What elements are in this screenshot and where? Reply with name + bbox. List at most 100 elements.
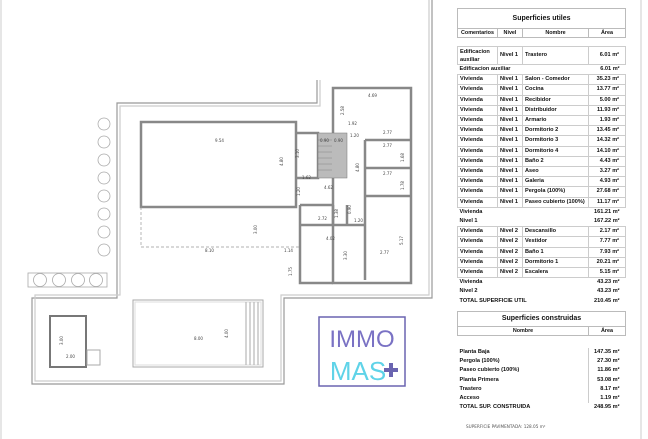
- dimension-label: 0.90: [334, 138, 343, 143]
- dimension-label: 3.00: [253, 225, 258, 234]
- dimension-label: 1.92: [348, 121, 357, 126]
- cell-area: 14.32 m²: [587, 135, 627, 147]
- cell-comentario: Vivienda: [457, 155, 498, 168]
- cell-comentario: Vivienda: [457, 196, 498, 208]
- terrace-outline: [31, 0, 433, 385]
- subtotal-area: 161.21 m²: [594, 208, 620, 215]
- paved-surface-note: SUPERFICIE PAVIMENTADA: 128.05 m²: [466, 424, 546, 429]
- dimension-label: 1.62: [302, 175, 311, 180]
- subtotal-label: Nivel 2: [459, 288, 478, 295]
- column-header: Nivel: [497, 28, 523, 38]
- cell-nombre: Aseo: [522, 166, 589, 178]
- column-header: Nombre: [457, 326, 589, 336]
- dimension-label: 2.00: [66, 354, 75, 359]
- cell-comentario: Vivienda: [457, 236, 498, 248]
- immomas-watermark-logo: IMMO MAS: [318, 316, 406, 387]
- cell-comentario: Vivienda: [457, 74, 498, 86]
- dimension-label: 1.20: [354, 218, 363, 223]
- cell-nombre: Descansillo: [522, 226, 589, 238]
- dimension-label: 4.02: [326, 236, 335, 241]
- cell-nombre: Trastero: [522, 46, 589, 65]
- dimension-label: 4.80: [355, 163, 360, 172]
- cell-nombre: Baño 1: [522, 246, 589, 258]
- dimension-label: 1.14: [284, 248, 293, 253]
- cell-nombre: Pergola (100%): [522, 186, 589, 198]
- dimension-label: 8.10: [205, 248, 214, 253]
- cell-nombre: Distribuidor: [522, 104, 589, 117]
- cell-area: 4.43 m²: [587, 155, 627, 168]
- dimension-label: 2.77: [383, 143, 392, 148]
- dimension-label: 2.72: [318, 216, 327, 221]
- cell-nombre: Armario: [522, 115, 589, 127]
- cell-comentario: Edificacion auxiliar: [457, 46, 498, 65]
- total-label: TOTAL SUPERFICIE UTIL: [459, 297, 527, 304]
- table-row: Pergola (100%)27.30 m²: [458, 357, 626, 367]
- dimension-label: 5.17: [399, 236, 404, 245]
- cell-nivel: Nivel 2: [497, 246, 523, 258]
- dimension-label: 2.77: [383, 130, 392, 135]
- superficies-utiles-table: Superficies utiles Comentarios Nivel Nom…: [456, 8, 627, 306]
- cell-nombre: Vestidor: [522, 236, 589, 248]
- cell-comentario: Vivienda: [457, 176, 498, 188]
- dimension-label: 4.62: [324, 185, 333, 190]
- dimension-label: 2.77: [383, 171, 392, 176]
- cell-comentario: Vivienda: [457, 115, 498, 127]
- cell-nombre: Dormitorio 1: [522, 256, 589, 269]
- cell-nivel: Nivel 1: [497, 46, 523, 65]
- cell-nombre: Acceso: [459, 395, 480, 402]
- cell-area: 14.10 m²: [587, 145, 627, 157]
- total-area: 248.95 m²: [594, 404, 620, 411]
- logo-frame: [318, 316, 406, 387]
- cell-nombre: Paseo cubierto (100%): [459, 367, 520, 374]
- dimension-label: 4.00: [224, 329, 229, 338]
- dimension-label: 2.58: [340, 106, 345, 115]
- house-walls: [139, 86, 413, 285]
- cell-nombre: Planta Baja: [459, 349, 490, 355]
- cell-nivel: Nivel 1: [497, 125, 523, 137]
- dimension-label: 3.10: [295, 149, 300, 158]
- cell-nivel: Nivel 1: [497, 135, 523, 147]
- table-row: Paseo cubierto (100%)11.86 m²: [458, 366, 626, 376]
- cell-comentario: Vivienda: [457, 166, 498, 178]
- subtotal-area: 43.23 m²: [597, 279, 620, 286]
- column-header: Comentarios: [457, 28, 498, 38]
- cell-nombre: Recibidor: [522, 94, 589, 106]
- cell-nivel: Nivel 1: [497, 145, 523, 157]
- column-header: Área: [587, 28, 627, 38]
- dimension-label: 1.20: [296, 187, 301, 196]
- cell-nombre: Dormitorio 4: [522, 145, 589, 157]
- subtotal-label: Edificacion auxiliar: [459, 66, 511, 72]
- cell-area: 11.17 m²: [587, 196, 627, 208]
- dimension-label: 9.54: [215, 138, 224, 143]
- pool: [132, 299, 264, 368]
- cell-nivel: Nivel 2: [497, 236, 523, 248]
- cell-nombre: Escalera: [522, 267, 589, 279]
- cell-nivel: Nivel 1: [497, 196, 523, 208]
- cell-nivel: Nivel 1: [497, 155, 523, 168]
- cell-nombre: Planta Primera: [459, 376, 499, 383]
- cell-nivel: Nivel 1: [497, 94, 523, 106]
- cell-nivel: Nivel 1: [497, 166, 523, 178]
- superficies-construidas-table: Superficies construidas Nombre Área Plan…: [456, 311, 627, 412]
- cell-comentario: Vivienda: [457, 246, 498, 258]
- cell-nombre: Trastero: [459, 385, 482, 392]
- cell-area: 27.30 m²: [587, 357, 626, 367]
- subtotal-area: 43.23 m²: [597, 288, 620, 295]
- dimension-label: 4.80: [279, 157, 284, 166]
- cell-nombre: Cocina: [522, 84, 589, 96]
- cell-nombre: Galeria: [522, 176, 589, 188]
